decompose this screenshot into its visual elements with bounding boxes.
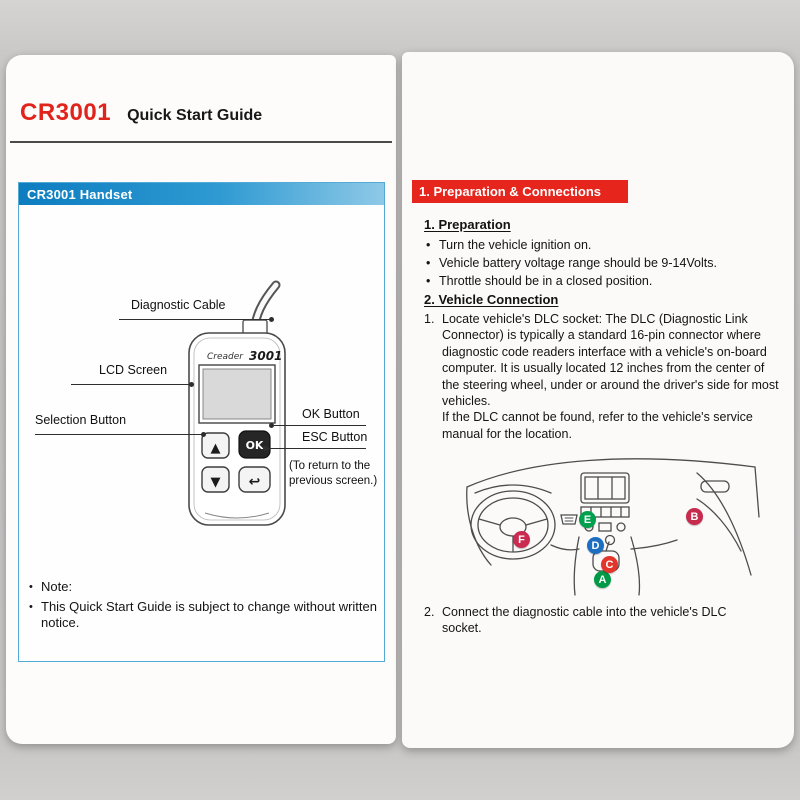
steering-wheel-inner <box>477 497 549 553</box>
bullet-text: Turn the vehicle ignition on. <box>439 238 592 252</box>
guide-title: Quick Start Guide <box>127 107 263 124</box>
callout-ok-button: OK Button <box>302 407 360 421</box>
button-cluster <box>598 522 612 532</box>
dash-top-line <box>466 458 756 488</box>
vehicle-connection-heading: 2. Vehicle Connection <box>424 292 559 307</box>
dlc-location-badge-f: F <box>513 531 530 548</box>
step-text: Connect the diagnostic cable into the ve… <box>442 605 727 636</box>
dlc-pins <box>564 517 574 522</box>
return-arrow-icon: ↩ <box>249 474 261 490</box>
lcd-screen <box>202 368 272 420</box>
callout-line <box>71 384 191 385</box>
bullet-row: • Throttle should be in a closed positio… <box>426 272 717 290</box>
notes-block: • Note: • This Quick Start Guide is subj… <box>29 579 381 635</box>
step1-main-text: Locate vehicle's DLC socket: The DLC (Di… <box>442 312 779 409</box>
bullet-text: Throttle should be in a closed position. <box>439 274 653 288</box>
step-text: Locate vehicle's DLC socket: The DLC (Di… <box>442 311 780 442</box>
step-number: 1. <box>424 312 435 326</box>
header-divider <box>10 141 392 143</box>
console-right <box>630 536 641 596</box>
under-dash-right <box>630 539 678 550</box>
callout-line <box>35 434 203 435</box>
shifter-knob <box>604 534 616 546</box>
vent-slats <box>590 506 622 518</box>
callout-dot <box>269 317 274 322</box>
bullet-text: Vehicle battery voltage range should be … <box>439 256 717 270</box>
vent <box>580 506 630 518</box>
connection-step-1: 1. Locate vehicle's DLC socket: The DLC … <box>424 311 780 442</box>
handset-section: CR3001 Handset Creader 3001 ▲ OK ▼ ↩ <box>18 182 385 662</box>
up-arrow-icon: ▲ <box>211 441 221 456</box>
up-key <box>201 432 230 459</box>
callout-dot <box>263 446 268 451</box>
center-screen-frame <box>580 472 630 504</box>
handset-illustration: Creader 3001 ▲ OK ▼ ↩ <box>188 280 286 526</box>
dlc-location-badge-c: C <box>601 556 618 573</box>
dlc-location-badge-e: E <box>579 511 596 528</box>
section-banner: 1. Preparation & Connections <box>412 180 628 203</box>
left-door-line <box>466 486 492 566</box>
bullet-row: • Vehicle battery voltage range should b… <box>426 254 717 272</box>
knob-right <box>616 522 626 532</box>
callout-diagnostic-cable: Diagnostic Cable <box>131 298 226 312</box>
note-row: • Note: <box>29 579 381 595</box>
bullet-icon: • <box>426 274 431 288</box>
callout-line <box>266 448 366 449</box>
shifter-stem <box>605 541 610 552</box>
callout-dot <box>269 423 274 428</box>
callout-dot <box>201 432 206 437</box>
handset-bottom-line <box>204 512 270 519</box>
left-page: CR3001 Quick Start Guide CR3001 Handset … <box>6 55 396 744</box>
door-handle <box>700 480 730 493</box>
dlc-connector-icon <box>560 514 578 525</box>
cluster-cowl <box>474 484 552 494</box>
bullet-icon: • <box>426 238 431 252</box>
bullet-icon: • <box>426 256 431 270</box>
ok-key <box>238 430 271 459</box>
esc-return-note: (To return to the previous screen.) <box>289 460 378 487</box>
handset-section-title: CR3001 Handset <box>19 183 384 205</box>
callout-esc-button: ESC Button <box>302 430 368 444</box>
note-text: This Quick Start Guide is subject to cha… <box>41 599 377 630</box>
callout-line <box>119 319 271 320</box>
dashboard-drawing <box>466 458 760 596</box>
right-pillar <box>754 466 760 518</box>
page-header: CR3001 Quick Start Guide <box>20 99 262 127</box>
right-page: 1. Preparation & Connections 1. Preparat… <box>402 52 794 748</box>
dashboard-illustration: A B C D E F <box>460 447 762 597</box>
device-brand: Creader <box>207 352 244 362</box>
connection-step-2: 2. Connect the diagnostic cable into the… <box>424 604 754 637</box>
step1-note-text: If the DLC cannot be found, refer to the… <box>442 410 753 441</box>
device-model: 3001 <box>249 349 282 363</box>
console-left <box>573 536 580 596</box>
preparation-heading: 1. Preparation <box>424 217 511 232</box>
door-line <box>696 472 752 576</box>
preparation-bullets: • Turn the vehicle ignition on. • Vehicl… <box>426 236 717 290</box>
down-key <box>201 466 230 493</box>
product-model: CR3001 <box>20 99 112 126</box>
under-dash-left <box>550 544 580 551</box>
callout-line <box>272 425 366 426</box>
esc-key <box>238 466 271 493</box>
dlc-location-badge-d: D <box>587 537 604 554</box>
dlc-location-badge-a: A <box>594 571 611 588</box>
bullet-row: • Turn the vehicle ignition on. <box>426 236 717 254</box>
armrest-line <box>696 498 742 552</box>
note-row: • This Quick Start Guide is subject to c… <box>29 599 381 631</box>
callout-selection-button: Selection Button <box>35 413 127 427</box>
bullet-icon: • <box>29 601 33 613</box>
screen-detail <box>597 476 613 500</box>
callout-dot <box>189 382 194 387</box>
ok-key-label: OK <box>246 439 264 452</box>
bullet-icon: • <box>29 581 33 593</box>
handset-body-inner-line <box>193 337 281 521</box>
dlc-location-badge-b: B <box>686 508 703 525</box>
steering-wheel-outer <box>470 490 556 560</box>
center-screen <box>584 476 626 500</box>
step-number: 2. <box>424 605 435 619</box>
callout-lcd-screen: LCD Screen <box>99 363 168 377</box>
down-arrow-icon: ▼ <box>211 475 221 490</box>
note-label: Note: <box>41 579 73 594</box>
